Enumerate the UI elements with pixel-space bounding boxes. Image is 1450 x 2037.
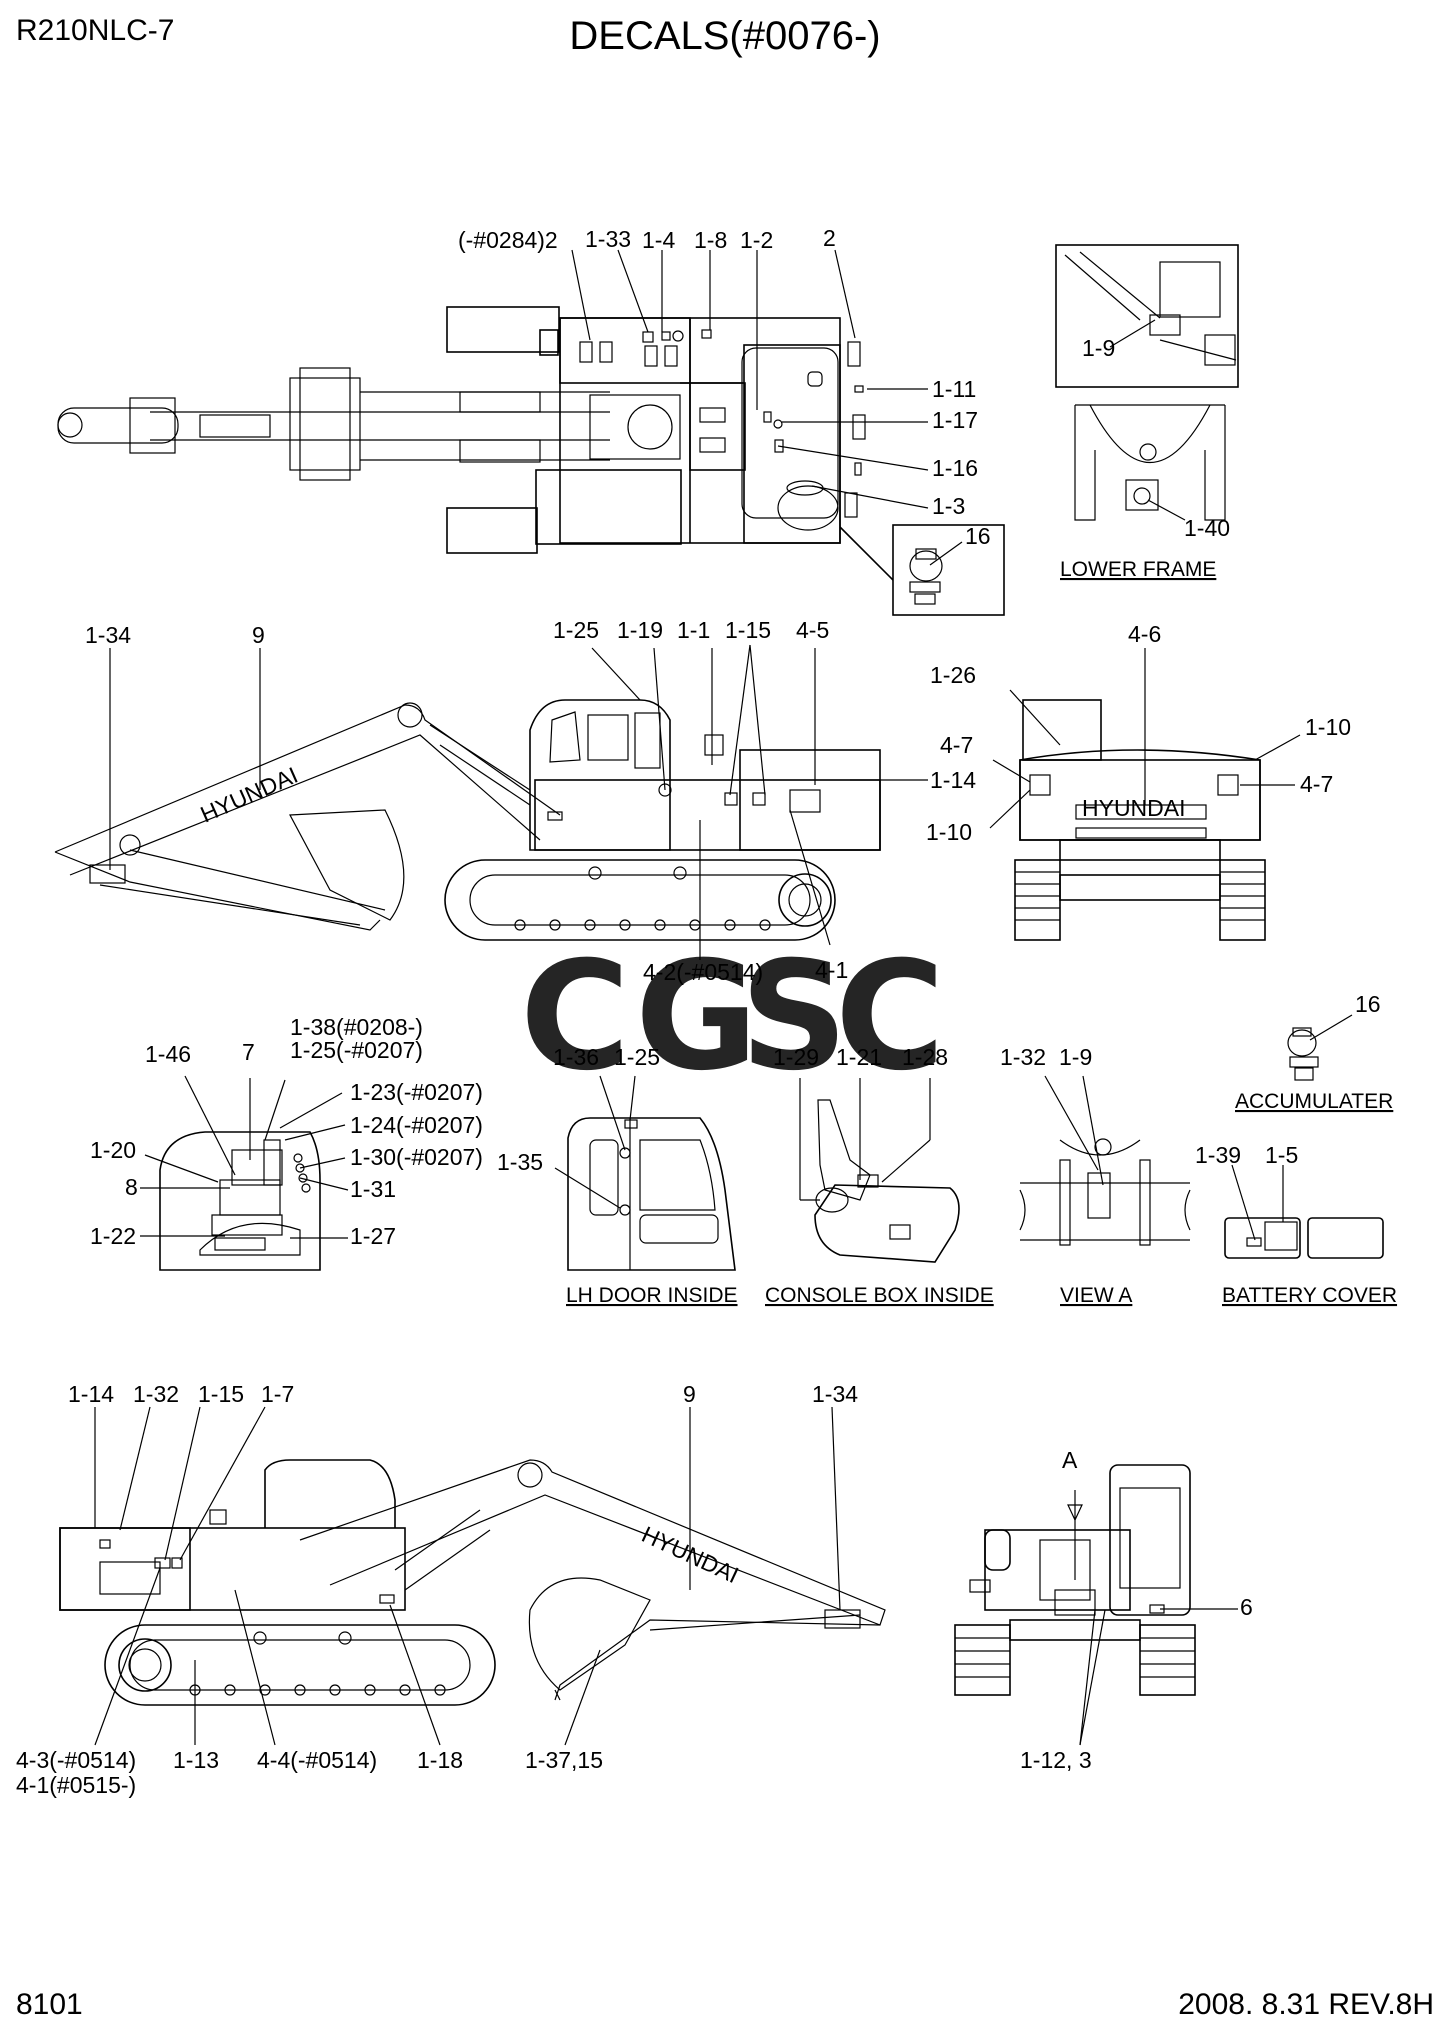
- label-ls-3: 1-25: [553, 617, 599, 643]
- label-rear-4: 4-7: [940, 732, 973, 758]
- label-cab-5: 1-23(-#0207): [350, 1079, 483, 1105]
- page-number: 8101: [16, 1988, 83, 2021]
- label-cab-10: 1-31: [350, 1176, 396, 1202]
- label-rs-1: 1-14: [68, 1381, 114, 1407]
- caption-accumulater: ACCUMULATER: [1235, 1090, 1393, 1113]
- rear-view: HYUNDAI 4-6 1-26 1-10 4-7 4-7 1-10: [926, 621, 1351, 941]
- caption-view-a: VIEW A: [1060, 1284, 1132, 1307]
- caption-console-box: CONSOLE BOX INSIDE: [765, 1284, 994, 1307]
- label-door-2: 1-25: [614, 1044, 660, 1070]
- watermark: C G S C: [520, 930, 945, 1104]
- label-rs-11: 1-18: [417, 1747, 463, 1773]
- caption-lh-door: LH DOOR INSIDE: [566, 1284, 738, 1307]
- label-cab-2: 1-25(-#0207): [290, 1037, 423, 1063]
- label-top-4: 1-8: [694, 227, 727, 253]
- label-cab-11: 1-22: [90, 1223, 136, 1249]
- label-ls-1: 1-34: [85, 622, 131, 648]
- label-rear-1: 4-6: [1128, 621, 1161, 647]
- console-box-view: 1-29 1-21 1-28 CONSOLE BOX INSIDE: [765, 1044, 994, 1307]
- left-side-view: HYUNDAI 1-34 9 1-25 1-19 1-1 1-15 4-5 1-…: [54, 617, 976, 985]
- label-acc-1: 16: [1355, 991, 1381, 1017]
- label-front-3: 1-12, 3: [1020, 1747, 1092, 1773]
- label-cons-3: 1-28: [902, 1044, 948, 1070]
- label-rs-6: 1-34: [812, 1381, 858, 1407]
- label-top-6: 2: [823, 225, 836, 251]
- label-rear-6: 1-10: [926, 819, 972, 845]
- label-cab-1: 1-38(#0208-): [290, 1014, 423, 1040]
- label-rs-4: 1-7: [261, 1381, 294, 1407]
- label-rear-2: 1-26: [930, 662, 976, 688]
- label-rs-2: 1-32: [133, 1381, 179, 1407]
- label-cab-9: 8: [125, 1174, 138, 1200]
- label-cons-2: 1-21: [836, 1044, 882, 1070]
- label-cab-6: 1-24(-#0207): [350, 1112, 483, 1138]
- label-top-3: 1-4: [642, 227, 675, 253]
- label-rear-3: 1-10: [1305, 714, 1351, 740]
- label-rs-9: 1-13: [173, 1747, 219, 1773]
- label-ls-9: 4-2(-#0514): [643, 959, 763, 985]
- watermark-letter-1: C: [520, 930, 630, 1104]
- label-va-2: 1-9: [1059, 1044, 1092, 1070]
- label-bat-1: 1-39: [1195, 1142, 1241, 1168]
- label-lf-2: 1-40: [1184, 515, 1230, 541]
- label-door-3: 1-35: [497, 1149, 543, 1175]
- label-top-8: 1-17: [932, 407, 978, 433]
- label-ls-5: 1-1: [677, 617, 710, 643]
- accumulater-view: 16 ACCUMULATER: [1235, 991, 1393, 1113]
- label-ls-2: 9: [252, 622, 265, 648]
- watermark-letter-3: S: [740, 930, 848, 1104]
- label-cab-7: 1-20: [90, 1137, 136, 1163]
- caption-lower-frame: LOWER FRAME: [1060, 558, 1216, 581]
- cab-detail-view: 1-38(#0208-) 1-25(-#0207) 1-46 7 1-23(-#…: [90, 1014, 483, 1271]
- brand-rear: HYUNDAI: [1082, 795, 1186, 821]
- label-cab-4: 7: [242, 1039, 255, 1065]
- label-top-2: 1-33: [585, 226, 631, 252]
- lh-door-view: 1-36 1-25 1-35 LH DOOR INSIDE: [497, 1044, 738, 1307]
- label-cab-12: 1-27: [350, 1223, 396, 1249]
- battery-cover-view: 1-39 1-5 BATTERY COVER: [1195, 1142, 1397, 1307]
- watermark-letter-4: C: [835, 930, 945, 1104]
- label-va-1: 1-32: [1000, 1044, 1046, 1070]
- label-top-7: 1-11: [932, 376, 976, 402]
- label-top-5: 1-2: [740, 227, 773, 253]
- label-cab-8: 1-30(-#0207): [350, 1144, 483, 1170]
- label-ls-8: 1-14: [930, 767, 976, 793]
- brand-left: HYUNDAI: [196, 762, 301, 828]
- lower-frame-view: 1-9 1-40 LOWER FRAME: [1055, 244, 1239, 581]
- page-title: DECALS(#0076-): [569, 14, 881, 58]
- revision-date: 2008. 8.31 REV.8H: [1178, 1988, 1434, 2021]
- label-cab-3: 1-46: [145, 1041, 191, 1067]
- label-rs-7: 4-3(-#0514): [16, 1747, 136, 1773]
- label-top-10: 1-3: [932, 493, 965, 519]
- top-view: (-#0284)2 1-33 1-4 1-8 1-2 2 1-11 1-17 1…: [57, 225, 1005, 616]
- label-ls-4: 1-19: [617, 617, 663, 643]
- label-top-9: 1-16: [932, 455, 978, 481]
- label-ls-7: 4-5: [796, 617, 829, 643]
- label-front-2: 6: [1240, 1594, 1253, 1620]
- label-rear-5: 4-7: [1300, 771, 1333, 797]
- caption-battery-cover: BATTERY COVER: [1222, 1284, 1397, 1307]
- label-rs-10: 4-4(-#0514): [257, 1747, 377, 1773]
- label-front-1: A: [1062, 1447, 1078, 1473]
- view-a: 1-32 1-9 VIEW A: [1000, 1044, 1191, 1307]
- watermark-letter-2: G: [635, 930, 758, 1104]
- label-rs-12: 1-37,15: [525, 1747, 603, 1773]
- label-rs-3: 1-15: [198, 1381, 244, 1407]
- label-ls-6: 1-15: [725, 617, 771, 643]
- label-bat-2: 1-5: [1265, 1142, 1298, 1168]
- right-side-view: HYUNDAI 1-14 1-32 1-15 1-7 9 1-34 4-3(-#…: [16, 1381, 886, 1798]
- front-view: A 6 1-12, 3: [954, 1447, 1253, 1773]
- label-cons-1: 1-29: [773, 1044, 819, 1070]
- label-rs-8: 4-1(#0515-): [16, 1772, 136, 1798]
- model-number: R210NLC-7: [16, 14, 175, 47]
- label-door-1: 1-36: [553, 1044, 599, 1070]
- label-top-11: 16: [965, 523, 991, 549]
- label-ls-10: 4-1: [815, 957, 848, 983]
- label-rs-5: 9: [683, 1381, 696, 1407]
- label-top-1: (-#0284)2: [458, 227, 558, 253]
- label-lf-1: 1-9: [1082, 335, 1115, 361]
